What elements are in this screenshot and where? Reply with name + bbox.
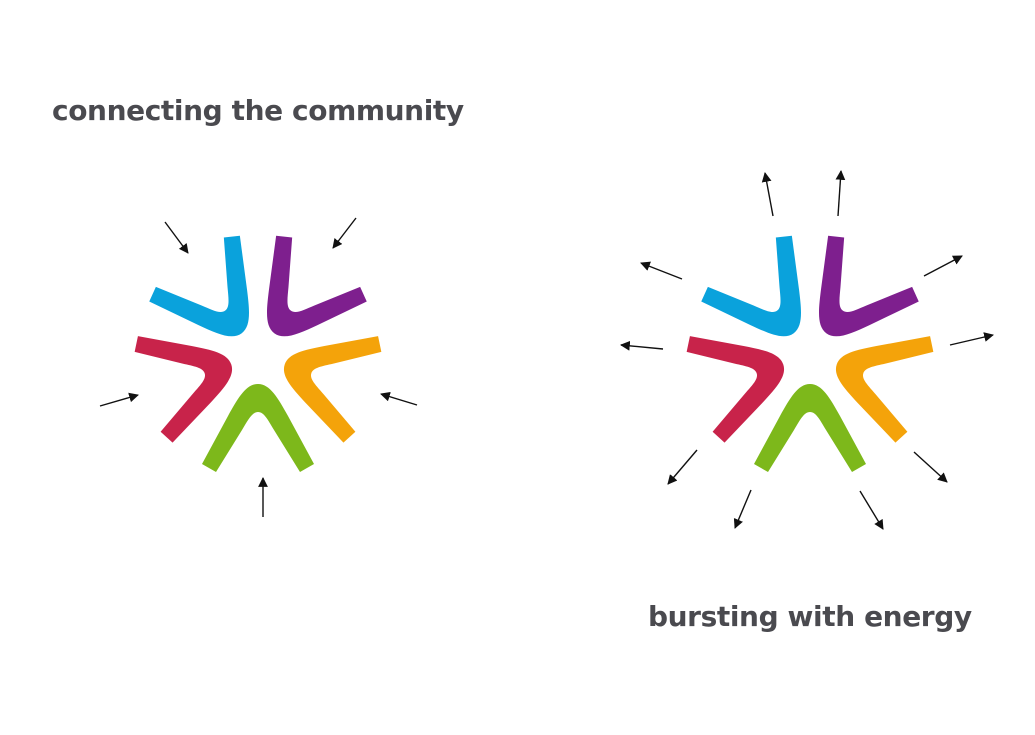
chevron-petal-icon [134, 336, 233, 443]
arrow-icon [923, 255, 963, 277]
arrow-icon [761, 172, 774, 217]
arrow-icon [620, 340, 664, 351]
chevron-petal-icon [819, 235, 919, 337]
chevron-petal-icon [701, 235, 801, 337]
arrow-icon [667, 449, 698, 485]
caption-bursting: bursting with energy [648, 600, 972, 633]
arrow-icon [949, 332, 994, 346]
chevron-petal-icon [202, 384, 314, 472]
arrow-icon [859, 490, 884, 530]
caption-connecting: connecting the community [52, 94, 464, 127]
arrow-icon [332, 217, 357, 249]
outward-arrows [620, 170, 994, 530]
logo-bursting [686, 235, 934, 472]
chevron-petal-icon [267, 235, 367, 337]
chevron-petal-icon [686, 336, 785, 443]
inward-arrows [99, 217, 418, 517]
arrow-icon [640, 261, 683, 280]
arrow-icon [99, 392, 139, 407]
arrow-icon [380, 391, 418, 406]
chevron-petal-icon [754, 384, 866, 472]
chevron-petal-icon [149, 235, 249, 337]
arrow-icon [733, 489, 752, 529]
logo-connecting [134, 235, 382, 472]
arrow-icon [835, 170, 846, 217]
arrow-icon [913, 451, 948, 483]
chevron-petal-icon [283, 336, 382, 443]
arrow-icon [164, 221, 189, 254]
chevron-petal-icon [835, 336, 934, 443]
